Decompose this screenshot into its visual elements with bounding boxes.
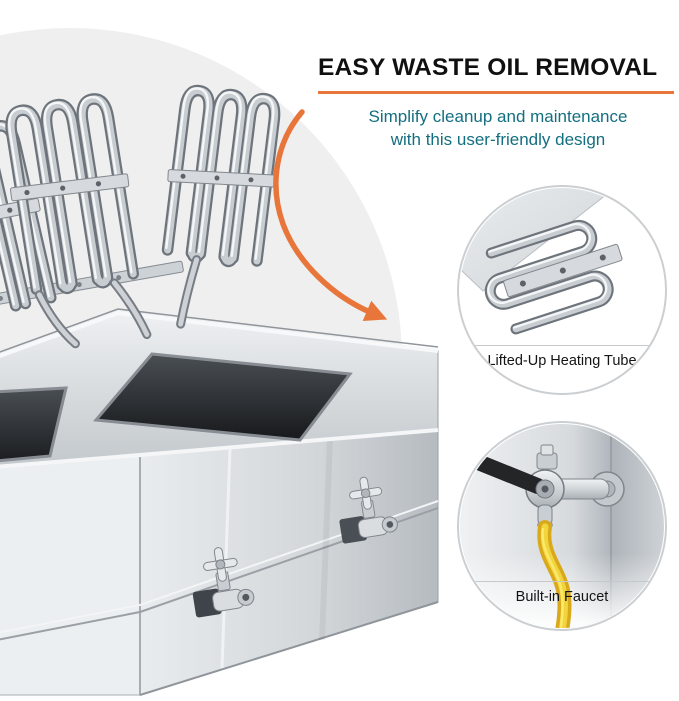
subheadline-line2: with this user-friendly design <box>390 130 606 149</box>
headline: EASY WASTE OIL REMOVAL <box>318 54 658 81</box>
subheadline-line1: Simplify cleanup and maintenance <box>368 107 628 126</box>
callout-faucet-label: Built-in Faucet <box>475 581 649 605</box>
faucet-handle <box>462 451 555 499</box>
left-tank-opening <box>0 386 68 463</box>
callout-heating-tube: Lifted-Up Heating Tube <box>457 185 667 395</box>
left-heating-element <box>0 94 152 349</box>
subheadline: Simplify cleanup and maintenance with th… <box>322 105 674 151</box>
right-tank-opening <box>93 352 353 442</box>
curved-arrow-icon <box>273 109 388 321</box>
headline-underline <box>318 91 674 94</box>
right-heating-element <box>150 86 287 329</box>
drain-valve-left <box>192 547 255 618</box>
drain-valve-right <box>339 476 398 544</box>
far-left-heating-element <box>0 119 60 322</box>
fryer-body <box>0 308 439 696</box>
callout-faucet: Built-in Faucet <box>457 421 667 631</box>
heating-tube-closeup-image <box>460 188 664 392</box>
callout-heating-tube-label: Lifted-Up Heating Tube <box>475 345 649 369</box>
faucet-closeup-image <box>460 424 664 628</box>
